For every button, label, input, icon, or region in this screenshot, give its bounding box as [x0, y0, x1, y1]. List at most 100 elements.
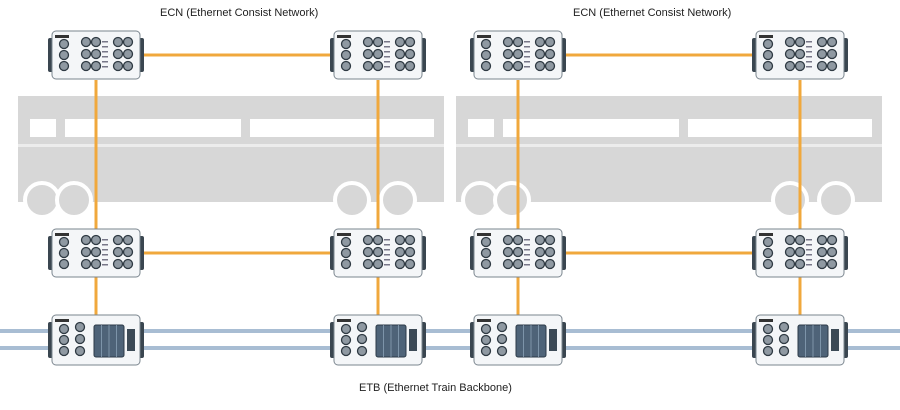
rail-car-right-icon: [456, 96, 882, 219]
port-label: [102, 66, 108, 68]
ethernet-port: [58, 345, 70, 357]
ethernet-port: [340, 38, 352, 50]
car-wheel: [771, 181, 809, 219]
car-wheel: [55, 181, 93, 219]
ethernet-port: [778, 345, 790, 357]
ethernet-port: [794, 234, 806, 246]
port-label: [102, 46, 108, 48]
ethernet-port: [784, 36, 796, 48]
port-label: [806, 46, 812, 48]
ethernet-port: [544, 234, 556, 246]
ethernet-port: [512, 60, 524, 72]
port-label: [102, 249, 108, 251]
ethernet-port: [534, 36, 546, 48]
ethernet-port: [826, 258, 838, 270]
port-label: [806, 66, 812, 68]
ethernet-port: [80, 258, 92, 270]
ethernet-port: [480, 236, 492, 248]
ethernet-port: [58, 49, 70, 61]
ethernet-port: [122, 36, 134, 48]
ethernet-port: [404, 234, 416, 246]
brand-mark: [55, 233, 69, 236]
ethernet-port: [762, 38, 774, 50]
ethernet-port: [778, 321, 790, 333]
ethernet-port: [512, 258, 524, 270]
power-connector: [127, 329, 135, 351]
car-wheel: [379, 181, 417, 219]
ethernet-port: [762, 345, 774, 357]
port-label: [524, 239, 530, 241]
ethernet-port: [362, 234, 374, 246]
ethernet-port: [112, 36, 124, 48]
ethernet-port: [816, 246, 828, 258]
ethernet-port: [394, 48, 406, 60]
port-label: [384, 249, 390, 251]
ethernet-port: [90, 60, 102, 72]
ethernet-port: [394, 234, 406, 246]
ethernet-port: [340, 247, 352, 259]
port-label: [524, 254, 530, 256]
ethernet-port: [480, 334, 492, 346]
brand-mark: [477, 233, 491, 236]
ethernet-port: [404, 36, 416, 48]
port-label: [384, 66, 390, 68]
port-label: [102, 41, 108, 43]
brand-mark: [55, 35, 69, 38]
ethernet-port: [74, 321, 86, 333]
port-label: [384, 254, 390, 256]
ethernet-port: [394, 60, 406, 72]
ethernet-port: [480, 323, 492, 335]
car-window: [250, 119, 434, 137]
ethernet-port: [404, 60, 416, 72]
car-wheel: [493, 181, 531, 219]
ethernet-port: [794, 258, 806, 270]
port-label: [806, 264, 812, 266]
port-label: [806, 259, 812, 261]
brand-mark: [337, 35, 351, 38]
ethernet-port: [74, 345, 86, 357]
port-label: [524, 46, 530, 48]
ethernet-port: [544, 60, 556, 72]
ethernet-port: [58, 258, 70, 270]
ecn-switch-icon: [470, 30, 566, 80]
car-wheel: [461, 181, 499, 219]
port-label: [102, 51, 108, 53]
ethernet-port: [356, 345, 368, 357]
ethernet-port: [80, 246, 92, 258]
ethernet-port: [512, 234, 524, 246]
port-label: [524, 244, 530, 246]
ethernet-port: [544, 48, 556, 60]
ethernet-port: [90, 258, 102, 270]
ethernet-port: [496, 321, 508, 333]
port-label: [524, 51, 530, 53]
ethernet-port: [404, 246, 416, 258]
port-label: [102, 239, 108, 241]
ethernet-port: [826, 246, 838, 258]
car-body: [18, 96, 444, 202]
ethernet-port: [80, 60, 92, 72]
ethernet-port: [480, 60, 492, 72]
port-label: [524, 66, 530, 68]
ethernet-port: [80, 234, 92, 246]
ethernet-port: [112, 60, 124, 72]
ethernet-port: [762, 236, 774, 248]
ecn-switch-icon: [330, 228, 426, 278]
port-label: [384, 259, 390, 261]
ecn-label-left: ECN (Ethernet Consist Network): [160, 7, 319, 19]
ethernet-port: [502, 246, 514, 258]
etb-router-icon: [48, 314, 144, 366]
ethernet-port: [784, 60, 796, 72]
power-connector: [409, 329, 417, 351]
ethernet-port: [362, 258, 374, 270]
car-wheel: [23, 181, 61, 219]
ethernet-port: [762, 247, 774, 259]
port-label: [524, 264, 530, 266]
ethernet-port: [480, 38, 492, 50]
ethernet-port: [794, 246, 806, 258]
car-stripe: [456, 144, 882, 147]
brand-mark: [337, 319, 351, 322]
ethernet-port: [122, 60, 134, 72]
port-label: [102, 61, 108, 63]
